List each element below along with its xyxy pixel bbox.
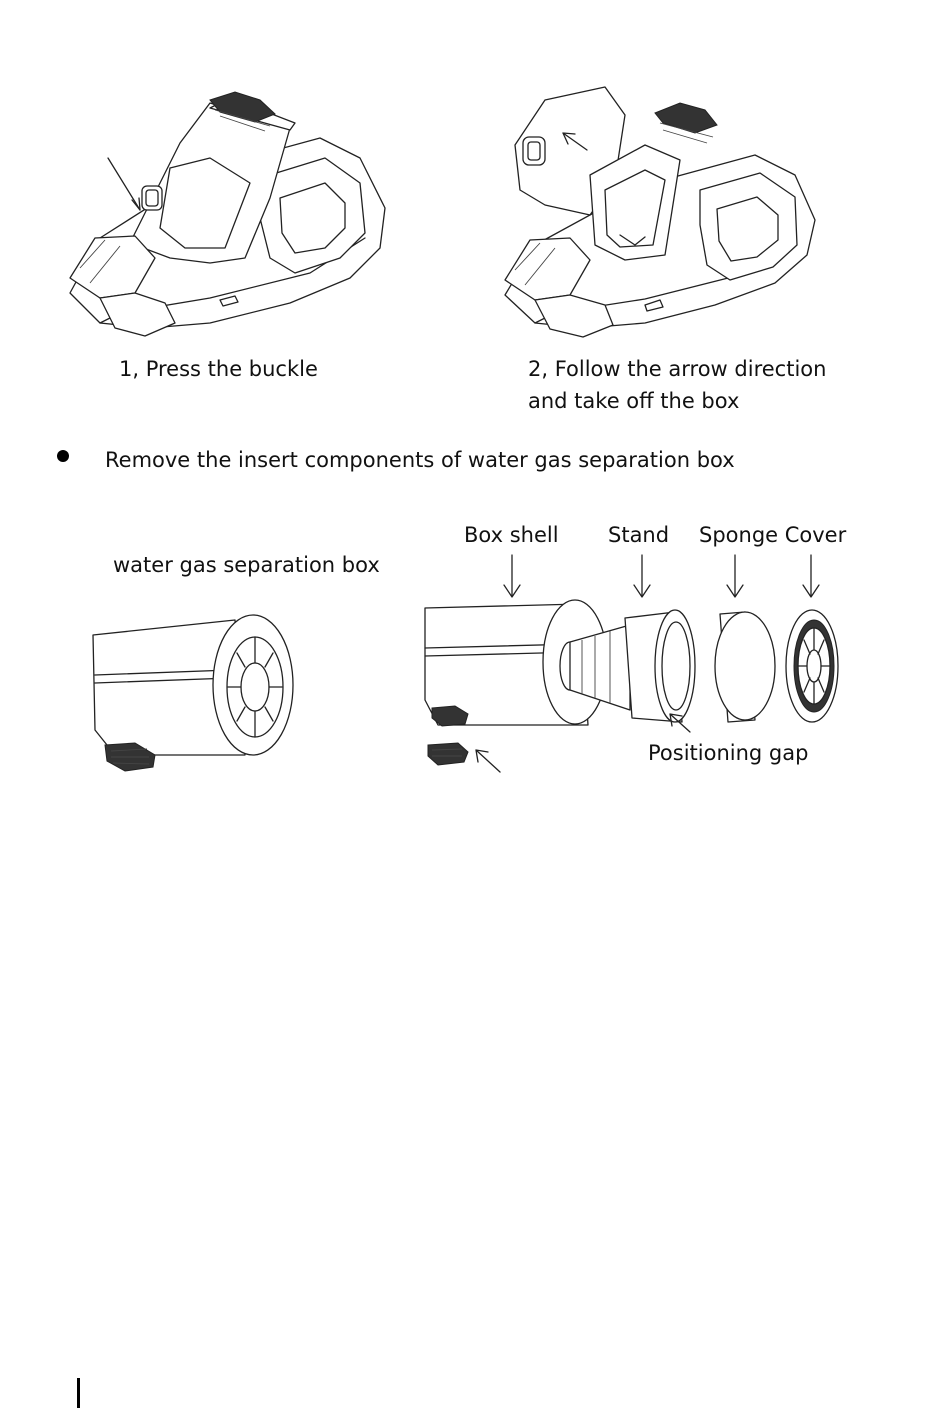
page-margin-rule: [77, 1378, 80, 1408]
label-positioning-gap: Positioning gap: [648, 737, 808, 769]
label-sponge-cover: Sponge Cover: [699, 519, 846, 551]
label-stand: Stand: [608, 519, 669, 551]
step2-caption-line2: and take off the box: [528, 385, 739, 417]
step1-caption: 1, Press the buckle: [119, 353, 318, 385]
down-arrow-icon-box-shell: [500, 555, 524, 601]
step2-caption-line1: 2, Follow the arrow direction: [528, 353, 826, 385]
assembled-box-label: water gas separation box: [113, 549, 380, 581]
section-heading: Remove the insert components of water ga…: [105, 444, 735, 476]
bullet-dot-icon: [57, 450, 69, 462]
down-arrow-icon-sponge: [723, 555, 747, 601]
down-arrow-icon-cover: [799, 555, 823, 601]
step1-vacuum-illustration: [60, 88, 400, 343]
assembled-box-illustration: [85, 615, 300, 785]
step2-vacuum-illustration: [495, 85, 835, 340]
label-box-shell: Box shell: [464, 519, 559, 551]
down-arrow-icon-stand: [630, 555, 654, 601]
